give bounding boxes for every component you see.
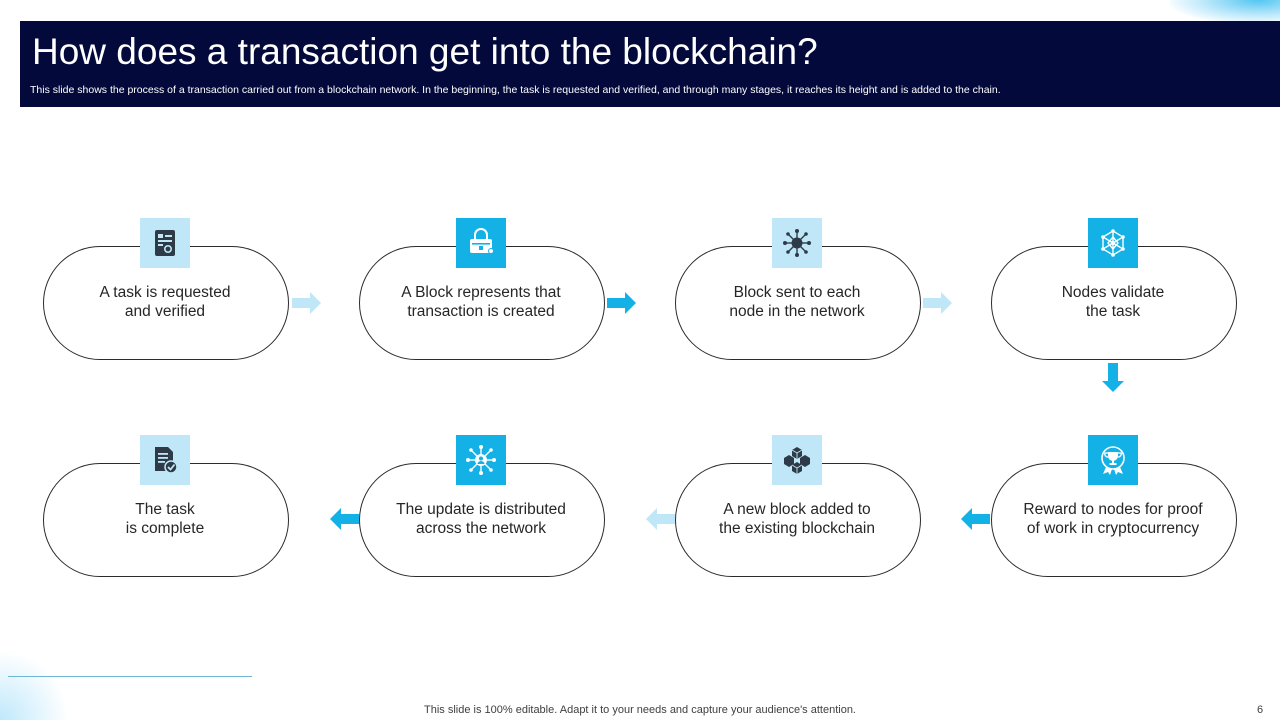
title-banner: How does a transaction get into the bloc… [20, 21, 1280, 107]
top-right-decoration [1170, 0, 1280, 24]
network-hub-icon [772, 218, 822, 268]
bottom-left-decoration [0, 650, 70, 720]
step-8: The task is complete [43, 435, 291, 585]
step-2: A Block represents that transaction is c… [359, 218, 607, 368]
arrow-left-icon [330, 508, 359, 530]
step-4: Nodes validate the task [991, 218, 1239, 368]
step-3-pill [675, 246, 921, 360]
arrow-right-icon [923, 292, 952, 314]
step-5-label: Reward to nodes for proof of work in cry… [1023, 501, 1203, 537]
arrow-down-icon [1102, 363, 1124, 392]
block-cluster-icon [772, 435, 822, 485]
step-1-label: A task is requested and verified [99, 284, 231, 320]
footer-divider [8, 676, 252, 677]
distribution-icon [456, 435, 506, 485]
briefcase-lock-icon [456, 218, 506, 268]
step-7: The update is distributed across the net… [359, 435, 607, 585]
slide-subtitle: This slide shows the process of a transa… [30, 84, 1001, 96]
arrow-right-icon [607, 292, 636, 314]
footer-note: This slide is 100% editable. Adapt it to… [424, 704, 856, 716]
page-number: 6 [1256, 704, 1264, 716]
arrow-left-icon [961, 508, 990, 530]
mesh-sphere-icon [1088, 218, 1138, 268]
step-3: Block sent to each node in the network [675, 218, 923, 368]
step-8-label: The task is complete [125, 501, 205, 537]
arrow-left-icon [646, 508, 675, 530]
step-2-label: A Block represents that transaction is c… [401, 284, 561, 320]
step-1: A task is requested and verified [43, 218, 291, 368]
step-3-label: Block sent to each node in the network [729, 284, 865, 320]
slide-title: How does a transaction get into the bloc… [32, 31, 818, 72]
document-icon [140, 218, 190, 268]
step-5: Reward to nodes for proof of work in cry… [991, 435, 1239, 585]
step-4-label: Nodes validate the task [1061, 284, 1165, 320]
arrow-right-icon [292, 292, 321, 314]
step-6-label: A new block added to the existing blockc… [719, 501, 875, 537]
step-6: A new block added to the existing blockc… [675, 435, 923, 585]
document-check-icon [140, 435, 190, 485]
step-7-label: The update is distributed across the net… [396, 501, 566, 537]
trophy-badge-icon [1088, 435, 1138, 485]
